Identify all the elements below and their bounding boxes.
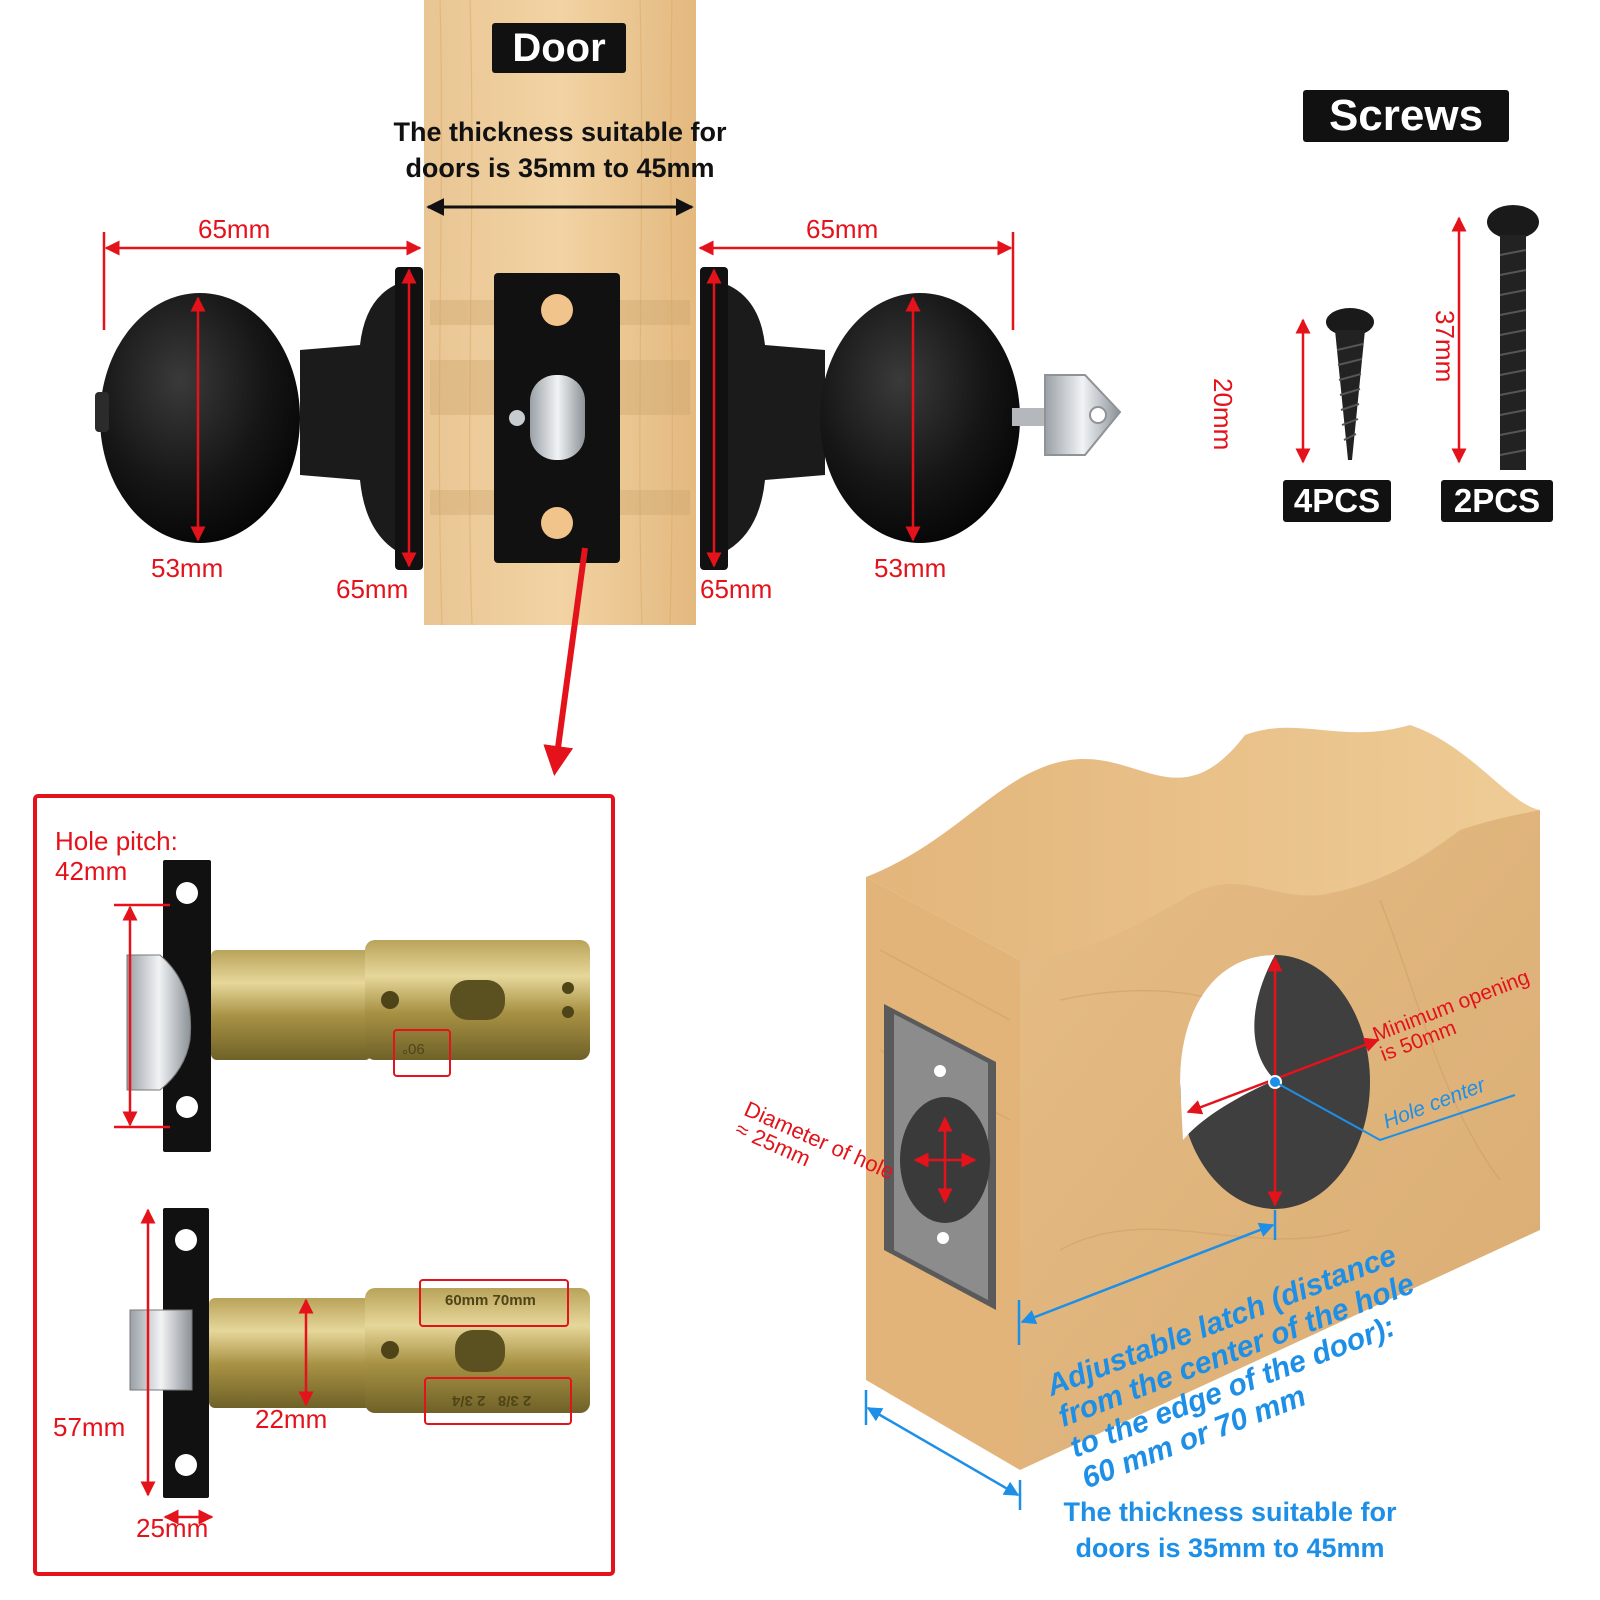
latch-assembly-bottom	[129, 1208, 590, 1498]
callout-arrow	[543, 547, 588, 776]
short-screw-qty: 4PCS	[1283, 480, 1391, 522]
faceplate-height-label: 57mm	[53, 1412, 126, 1442]
left-knob	[95, 267, 423, 570]
inch-marking: 2 3/8 2 3/4	[452, 1392, 532, 1409]
faceplate-width-label: 25mm	[136, 1513, 209, 1543]
door-thickness-line2: doors is 35mm to 45mm	[405, 153, 715, 183]
door-thickness-line1: The thickness suitable for	[393, 117, 727, 147]
hole-pitch-label: Hole pitch: 42mm	[55, 826, 178, 886]
right-knob	[700, 267, 1020, 570]
angle-marking-box	[393, 1029, 451, 1077]
inch-marking-box	[424, 1377, 572, 1425]
backset-marking: 60mm 70mm	[445, 1292, 536, 1309]
hole-pitch-title: Hole pitch:	[55, 826, 178, 856]
right-knob-diameter-label: 53mm	[874, 553, 947, 583]
short-screw-icon	[1326, 308, 1374, 460]
knob-dimension-lines	[102, 232, 1015, 568]
short-screw-length-label: 20mm	[1208, 378, 1238, 451]
latch-detail-panel	[33, 794, 615, 1576]
screws-title: Screws	[1303, 90, 1509, 142]
angle-marking: 90°	[402, 1040, 425, 1057]
door-thickness-text: The thickness suitable for doors is 35mm…	[340, 114, 780, 186]
left-width-label: 65mm	[198, 214, 271, 244]
backset-marking-box	[419, 1279, 569, 1327]
latch-bolt	[530, 375, 585, 460]
door-label: Door	[492, 23, 626, 73]
left-rose-diameter-label: 65mm	[336, 574, 409, 604]
strike-screw-hole-top	[541, 294, 573, 326]
long-screw-icon	[1487, 205, 1539, 470]
block-thickness-text: The thickness suitable for doors is 35mm…	[1000, 1494, 1460, 1566]
right-rose-diameter-label: 65mm	[700, 574, 773, 604]
bolt-diameter-label: 22mm	[255, 1404, 328, 1434]
long-screw-qty: 2PCS	[1441, 480, 1553, 522]
strike-screw-hole-bottom	[541, 507, 573, 539]
block-thickness-line1: The thickness suitable for	[1063, 1497, 1397, 1527]
wood-grain	[438, 0, 673, 626]
block-thickness-line2: doors is 35mm to 45mm	[1075, 1533, 1385, 1563]
hole-pitch-value: 42mm	[55, 856, 128, 886]
key-icon	[1012, 374, 1122, 456]
long-screw-length-label: 37mm	[1430, 310, 1460, 383]
right-width-label: 65mm	[806, 214, 879, 244]
left-knob-diameter-label: 53mm	[151, 553, 224, 583]
